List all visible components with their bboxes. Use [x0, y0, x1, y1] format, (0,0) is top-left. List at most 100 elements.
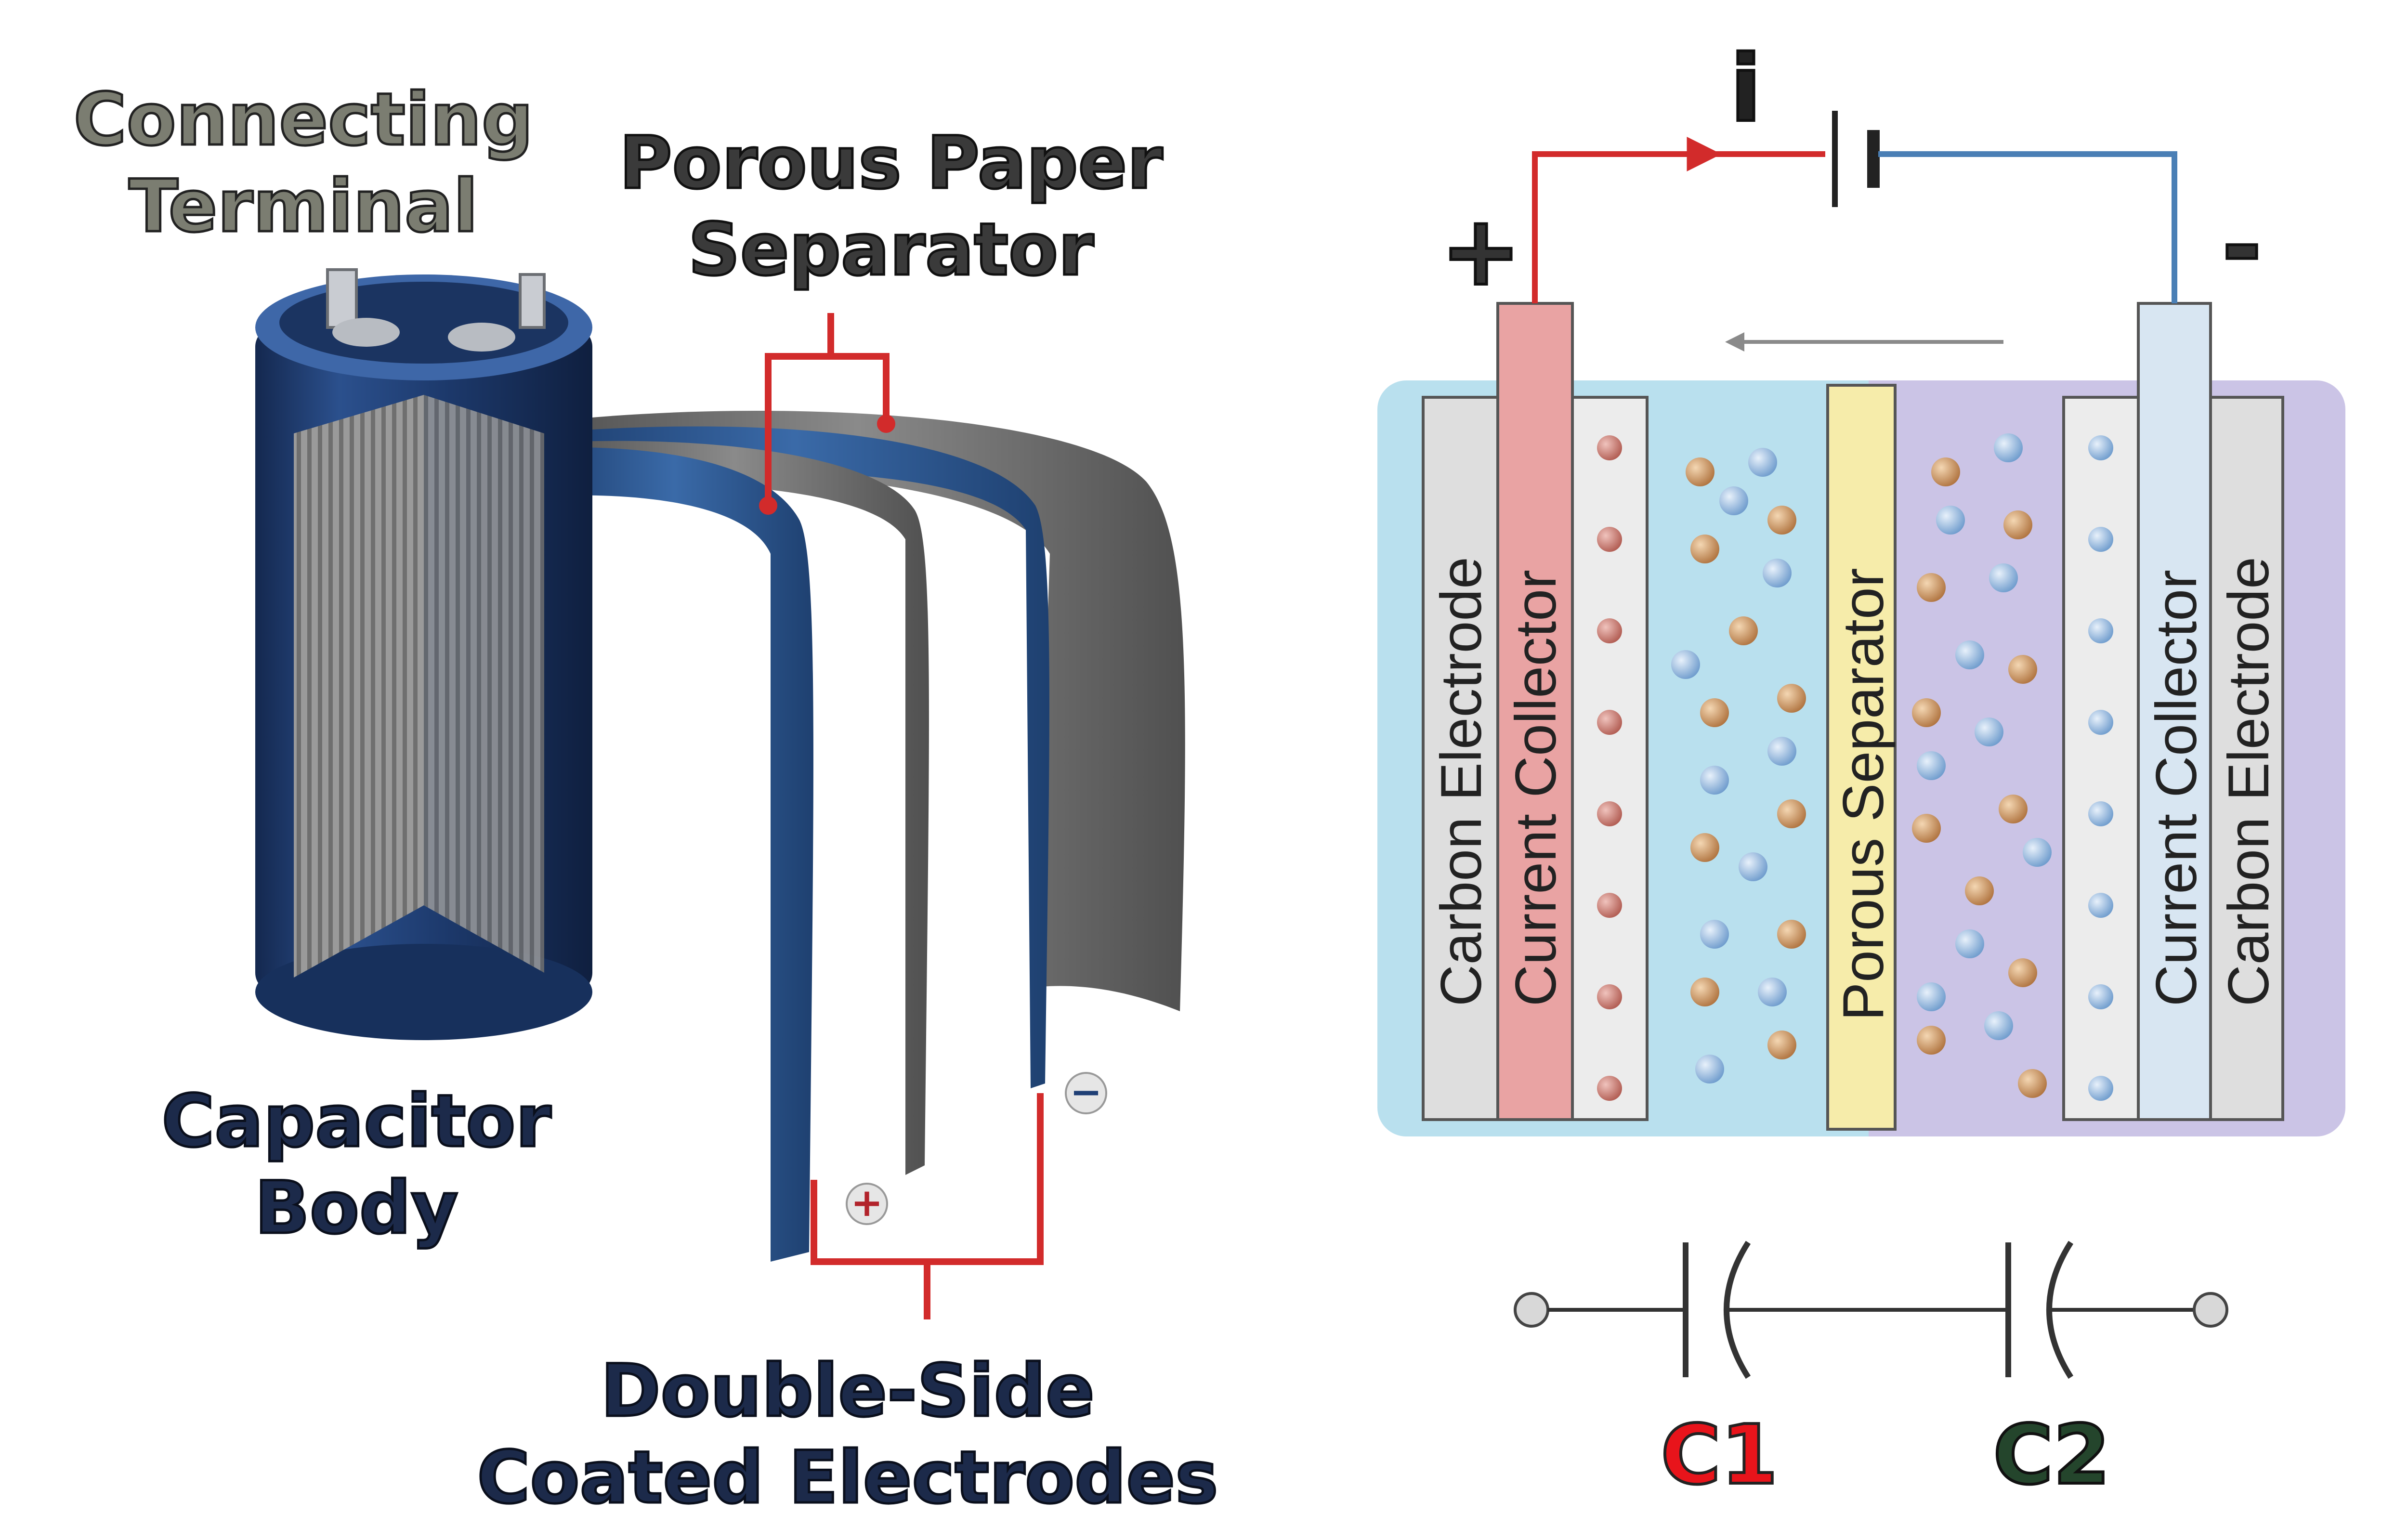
plus-marker: +: [846, 1180, 888, 1225]
anion: [1695, 1055, 1724, 1083]
left-surface-charges: [1597, 435, 1622, 1101]
connecting-terminal-label: Connecting Terminal: [72, 77, 535, 250]
anion: [1994, 433, 2023, 462]
anion: [1758, 978, 1787, 1006]
surface-charge-positive: [1597, 435, 1622, 460]
connecting-terminals: [326, 268, 546, 352]
surface-charge-negative: [2088, 893, 2113, 918]
red-wire: [1532, 151, 1825, 303]
surface-charge-negative: [2088, 1076, 2113, 1101]
separator-label: Porous Separator: [1831, 568, 1896, 1021]
cation: [1965, 876, 1994, 905]
cation: [1700, 698, 1729, 727]
cation: [1690, 535, 1719, 563]
surface-charge-positive: [1597, 618, 1622, 643]
blue-sheet-front: [535, 447, 813, 1262]
anion: [1763, 559, 1792, 587]
cutaway-layers-left: [294, 395, 424, 978]
equivalent-circuit: C1 C2: [1514, 1240, 2228, 1504]
surface-charge-positive: [1597, 710, 1622, 735]
connecting-terminal-line1: Connecting: [74, 78, 534, 162]
cation: [1912, 814, 1941, 843]
anion: [1984, 1011, 2013, 1040]
gray-sheet-middle: [539, 441, 929, 1175]
cation: [1912, 698, 1941, 727]
cation: [1690, 978, 1719, 1006]
surface-charge-negative: [2088, 710, 2113, 735]
double-side-line2: Coated Electrodes: [477, 1436, 1218, 1520]
porous-paper-label: Porous Paper Separator: [618, 120, 1164, 293]
anion: [1975, 718, 2003, 746]
anion: [1917, 751, 1946, 780]
anion: [1719, 486, 1748, 515]
surface-charge-negative: [2088, 527, 2113, 552]
cation: [1999, 795, 2028, 823]
porous-paper-line1: Porous Paper: [619, 121, 1163, 205]
cation: [1686, 457, 1714, 486]
surface-charge-positive: [1597, 801, 1622, 826]
anion: [1917, 982, 1946, 1011]
right-carbon-electrode-label: Carbon Electrode: [2216, 557, 2281, 1006]
cation: [1767, 1031, 1796, 1059]
capacitor-illustration: + − Connecting Terminal Porous Paper Sep…: [72, 77, 1219, 1521]
anion: [1936, 506, 1965, 535]
capacitor-body-line1: Capacitor: [162, 1080, 551, 1163]
left-current-collector: [1496, 302, 1574, 1121]
cation: [2008, 958, 2037, 987]
anion: [1955, 929, 1984, 958]
cation: [1729, 616, 1758, 645]
outer-gray-sheet: [530, 411, 1185, 1011]
surface-charge-positive: [1597, 984, 1622, 1009]
surface-charge-negative: [2088, 801, 2113, 826]
cation: [1931, 457, 1960, 486]
left-carbon-electrode-label: Carbon Electrode: [1429, 557, 1493, 1006]
cation: [1917, 573, 1946, 602]
c2-label: C2: [1993, 1408, 2110, 1503]
cation: [1777, 920, 1806, 949]
anion: [1989, 563, 2018, 592]
surface-charge-positive: [1597, 527, 1622, 552]
left-electrode-inner: [1571, 396, 1649, 1121]
left-node: [1514, 1292, 1549, 1328]
can-bottom: [255, 944, 592, 1040]
cation: [1767, 506, 1796, 535]
cation: [1777, 799, 1806, 828]
surface-charge-negative: [2088, 435, 2113, 460]
anion: [2023, 838, 2052, 867]
surface-charge-negative: [2088, 984, 2113, 1009]
minus-marker: −: [1065, 1070, 1107, 1114]
right-carbon-electrode: [2209, 396, 2284, 1121]
anion: [1767, 737, 1796, 766]
current-symbol: i: [1730, 36, 1761, 142]
c1-label: C1: [1661, 1408, 1778, 1503]
cation: [1917, 1026, 1946, 1055]
plus-marker-text: +: [851, 1180, 883, 1225]
electrode-bracket: [811, 1093, 1044, 1319]
porous-separator: [1826, 384, 1897, 1131]
double-side-line1: Double-Side: [601, 1349, 1095, 1433]
cation: [1777, 684, 1806, 713]
capacitor-body-line2: Body: [255, 1166, 458, 1250]
cation: [2003, 510, 2032, 539]
anion: [1739, 852, 1767, 881]
anion: [1748, 448, 1777, 477]
right-surface-charges: [2088, 435, 2113, 1101]
left-current-collector-label: Current Collector: [1504, 570, 1568, 1006]
anion: [1700, 766, 1729, 795]
plus-terminal-label: +: [1440, 195, 1521, 307]
surface-charge-negative: [2088, 618, 2113, 643]
surface-charge-positive: [1597, 1076, 1622, 1101]
separator-bracket: [759, 313, 895, 515]
anion: [1955, 640, 1984, 669]
anion: [1700, 920, 1729, 949]
minus-marker-text: −: [1070, 1070, 1102, 1114]
right-electrode-inner: [2062, 396, 2140, 1121]
blue-sheet-back: [539, 426, 1049, 1088]
cation: [1690, 833, 1719, 862]
surface-charge-positive: [1597, 893, 1622, 918]
minus-terminal-label: -: [2222, 190, 2262, 302]
right-current-collector: [2137, 302, 2212, 1121]
blue-wire: [1878, 151, 2177, 303]
